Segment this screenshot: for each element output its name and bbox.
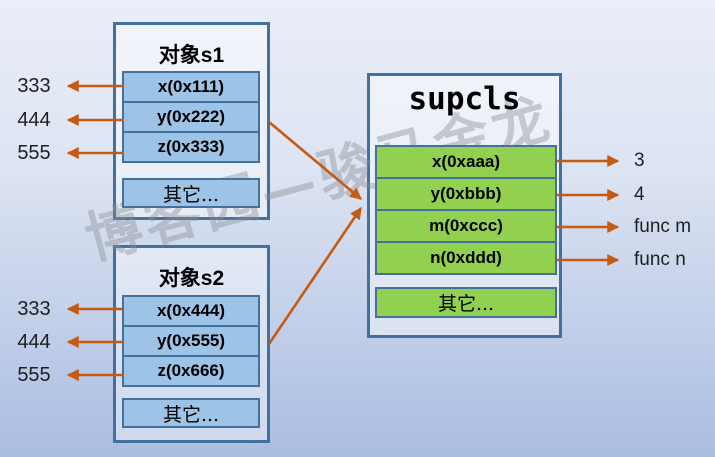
other-fields-row: 其它...: [375, 287, 557, 318]
other-fields-row: 其它...: [122, 398, 260, 428]
supcls-value-label-n: func n: [634, 249, 686, 270]
superclass-title: supcls: [408, 81, 521, 117]
s1-value-label-y: 444: [17, 109, 51, 131]
s2-value-label-y: 444: [17, 331, 51, 353]
object-s2-title: 对象s2: [158, 267, 225, 290]
arrow-s1-to-supcls: [268, 121, 362, 200]
superclass-box: supcls x(0xaaa) y(0xbbb) m(0xccc) n(0xdd…: [367, 73, 562, 338]
field-row-y: y(0x222): [122, 101, 260, 133]
supcls-value-label-x: 3: [634, 150, 645, 171]
object-s2-box: 对象s2 x(0x444) y(0x555) z(0x666) 其它...: [113, 245, 270, 443]
object-s1-title: 对象s1: [158, 44, 225, 67]
s2-value-label-z: 555: [17, 364, 51, 386]
field-row-n: n(0xddd): [375, 241, 557, 275]
s1-value-label-x: 333: [17, 75, 51, 97]
object-s1-box: 对象s1 x(0x111) y(0x222) z(0x333) 其它...: [113, 22, 270, 220]
field-row-y: y(0x555): [122, 325, 260, 357]
arrow-s2-to-supcls: [267, 207, 363, 345]
s2-value-label-x: 333: [17, 298, 51, 320]
field-row-m: m(0xccc): [375, 209, 557, 243]
s1-value-label-z: 555: [17, 142, 51, 164]
field-row-x: x(0x444): [122, 295, 260, 327]
supcls-value-label-y: 4: [634, 184, 645, 205]
field-row-z: z(0x333): [122, 131, 260, 163]
object-s1-fields: x(0x111) y(0x222) z(0x333): [122, 71, 260, 163]
superclass-fields: x(0xaaa) y(0xbbb) m(0xccc) n(0xddd): [375, 145, 557, 275]
field-row-x: x(0xaaa): [375, 145, 557, 179]
supcls-value-label-m: func m: [634, 216, 692, 237]
other-fields-row: 其它...: [122, 178, 260, 208]
object-s2-fields: x(0x444) y(0x555) z(0x666): [122, 295, 260, 387]
field-row-y: y(0xbbb): [375, 177, 557, 211]
field-row-z: z(0x666): [122, 355, 260, 387]
field-row-x: x(0x111): [122, 71, 260, 103]
